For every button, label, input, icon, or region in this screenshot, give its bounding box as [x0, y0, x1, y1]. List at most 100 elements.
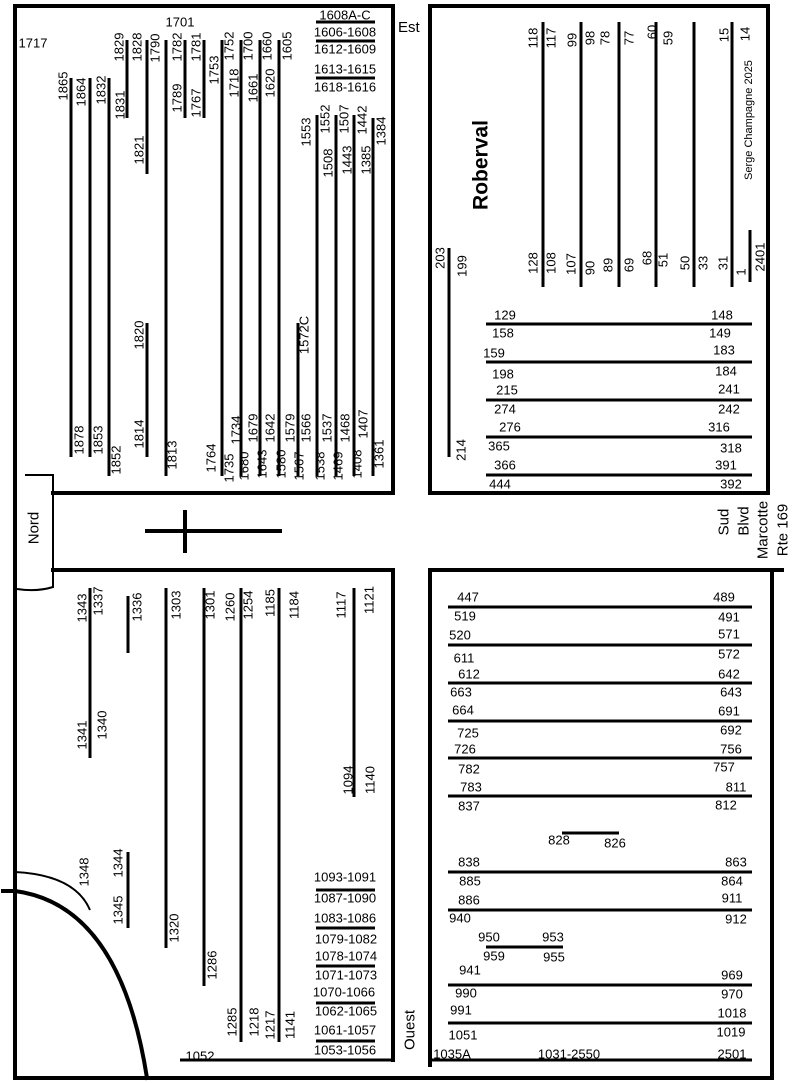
inner-curve: [14, 871, 91, 911]
plot-number-label: 159: [483, 346, 505, 361]
plot-number-label: 98: [583, 31, 598, 45]
plot-number-label: 572: [718, 647, 740, 662]
plot-number-label: 725: [457, 726, 479, 741]
plot-number-label: 959: [483, 949, 505, 964]
plot-number-label: 366: [494, 458, 516, 473]
nord-entrance: [16, 474, 54, 592]
plot-number-label: 1643: [255, 450, 270, 479]
plot-number-label: 1384: [374, 117, 389, 146]
plot-number-label: 1140: [363, 766, 378, 794]
plot-number-label: 99: [565, 33, 580, 47]
plot-number-label: 1752: [222, 32, 237, 61]
plot-number-label: 1680: [237, 452, 252, 481]
plot-number-label: 1301: [203, 591, 218, 620]
plot-number-label: 1361: [372, 440, 387, 469]
plot-number-label: 1320: [167, 914, 182, 943]
plot-number-label: 1121: [362, 586, 377, 614]
plot-number-label: 1553: [299, 118, 314, 147]
plot-number-label: 1079-1082: [315, 932, 377, 947]
plot-number-label: 392: [720, 477, 742, 492]
plot-number-label: 642: [718, 667, 740, 682]
plot-number-label: 691: [718, 704, 740, 719]
plot-number-label: 1612-1609: [314, 42, 376, 57]
plot-number-label: 51: [656, 253, 671, 267]
plot-number-label: 50: [678, 256, 693, 270]
plot-number-label: 1537: [320, 414, 335, 443]
plot-number-label: 1767: [189, 89, 204, 118]
plot-number-label: 812: [715, 798, 737, 813]
plot-number-label: 643: [720, 685, 742, 700]
plot-number-label: 491: [718, 610, 740, 625]
plot-number-label: 783: [460, 780, 482, 795]
plot-number-label: 215: [496, 383, 518, 398]
plot-number-label: 148: [711, 308, 733, 323]
plot-number-label: 1606-1608: [314, 25, 376, 40]
plot-number-label: 1341: [75, 721, 90, 750]
plot-number-label: 941: [459, 963, 481, 978]
plot-number-label: 1828: [130, 33, 145, 62]
plot-number-label: 1071-1073: [315, 968, 377, 983]
plot-number-label: 970: [721, 987, 743, 1002]
plot-number-label: 1469: [331, 452, 346, 481]
plot-number-label: 1185: [263, 589, 278, 617]
plot-number-label: 1789: [170, 84, 185, 113]
plot-number-label: 274: [494, 402, 516, 417]
plot-number-label: 1832: [94, 76, 109, 105]
plot-number-label: 864: [721, 874, 743, 889]
plot-number-label: 1735: [222, 454, 237, 483]
map-title: Roberval: [470, 120, 493, 210]
plot-number-label: 1093-1091: [314, 870, 376, 885]
plot-number-label: 214: [454, 439, 469, 461]
plot-number-label: 1567: [292, 452, 307, 481]
plot-number-label: 391: [715, 458, 737, 473]
plot-number-label: 1831: [113, 91, 128, 120]
plot-number-label: 940: [449, 911, 471, 926]
plot-number-label: 1820: [132, 321, 147, 350]
plot-number-label: 199: [455, 255, 470, 277]
plot-number-label: 129: [494, 308, 516, 323]
plot-number-label: 489: [713, 590, 735, 605]
plot-number-label: 757: [713, 760, 735, 775]
plot-number-label: 2501: [718, 1047, 747, 1062]
plot-number-label: 68: [640, 251, 655, 265]
plot-number-label: 612: [458, 667, 480, 682]
plot-number-label: 1864: [74, 78, 89, 107]
plot-number-label: 33: [696, 256, 711, 270]
plot-number-label: 1821: [132, 136, 147, 165]
plot-number-label: 1345: [111, 896, 126, 925]
plot-number-label: 1343: [75, 594, 90, 623]
plot-number-label: 837: [458, 799, 480, 814]
plot-number-label: 118: [526, 28, 541, 49]
plot-number-label: 1679: [246, 414, 261, 443]
plot-number-label: 2401: [753, 243, 768, 272]
plot-number-label: 1184: [287, 591, 302, 619]
plot-number-label: 1348: [77, 858, 92, 887]
plot-number-label: 184: [715, 364, 737, 379]
plot-number-label: 969: [721, 968, 743, 983]
plot-number-label: 276: [499, 420, 521, 435]
plot-number-label: 519: [454, 609, 476, 624]
plot-number-label: 1764: [204, 444, 219, 473]
plot-number-label: 1078-1074: [315, 949, 377, 964]
plot-number-label: 89: [601, 258, 616, 272]
plot-number-label: 1031-2550: [538, 1047, 600, 1062]
plot-number-label: 1052: [186, 1049, 215, 1064]
plot-number-label: 953: [542, 930, 564, 945]
plot-number-label: 756: [720, 742, 742, 757]
plot-number-label: 1878: [72, 426, 87, 455]
plot-number-label: 1260: [223, 593, 238, 622]
plot-number-label: 826: [604, 836, 626, 851]
plot-number-label: 1051: [449, 1028, 478, 1043]
plot-number-label: 692: [720, 723, 742, 738]
plot-number-label: 158: [492, 326, 514, 341]
plot-number-label: 59: [661, 31, 676, 45]
plot-number-label: 1661: [246, 74, 261, 103]
plot-number-label: 1062-1065: [315, 1004, 377, 1019]
plot-number-label: 520: [449, 628, 471, 643]
direction-est: Est: [398, 19, 421, 36]
plot-number-label: 990: [455, 986, 477, 1001]
plot-number-label: 1468: [338, 414, 353, 443]
plot-number-label: 365: [488, 439, 510, 454]
plot-number-label: 1070-1066: [313, 985, 375, 1000]
